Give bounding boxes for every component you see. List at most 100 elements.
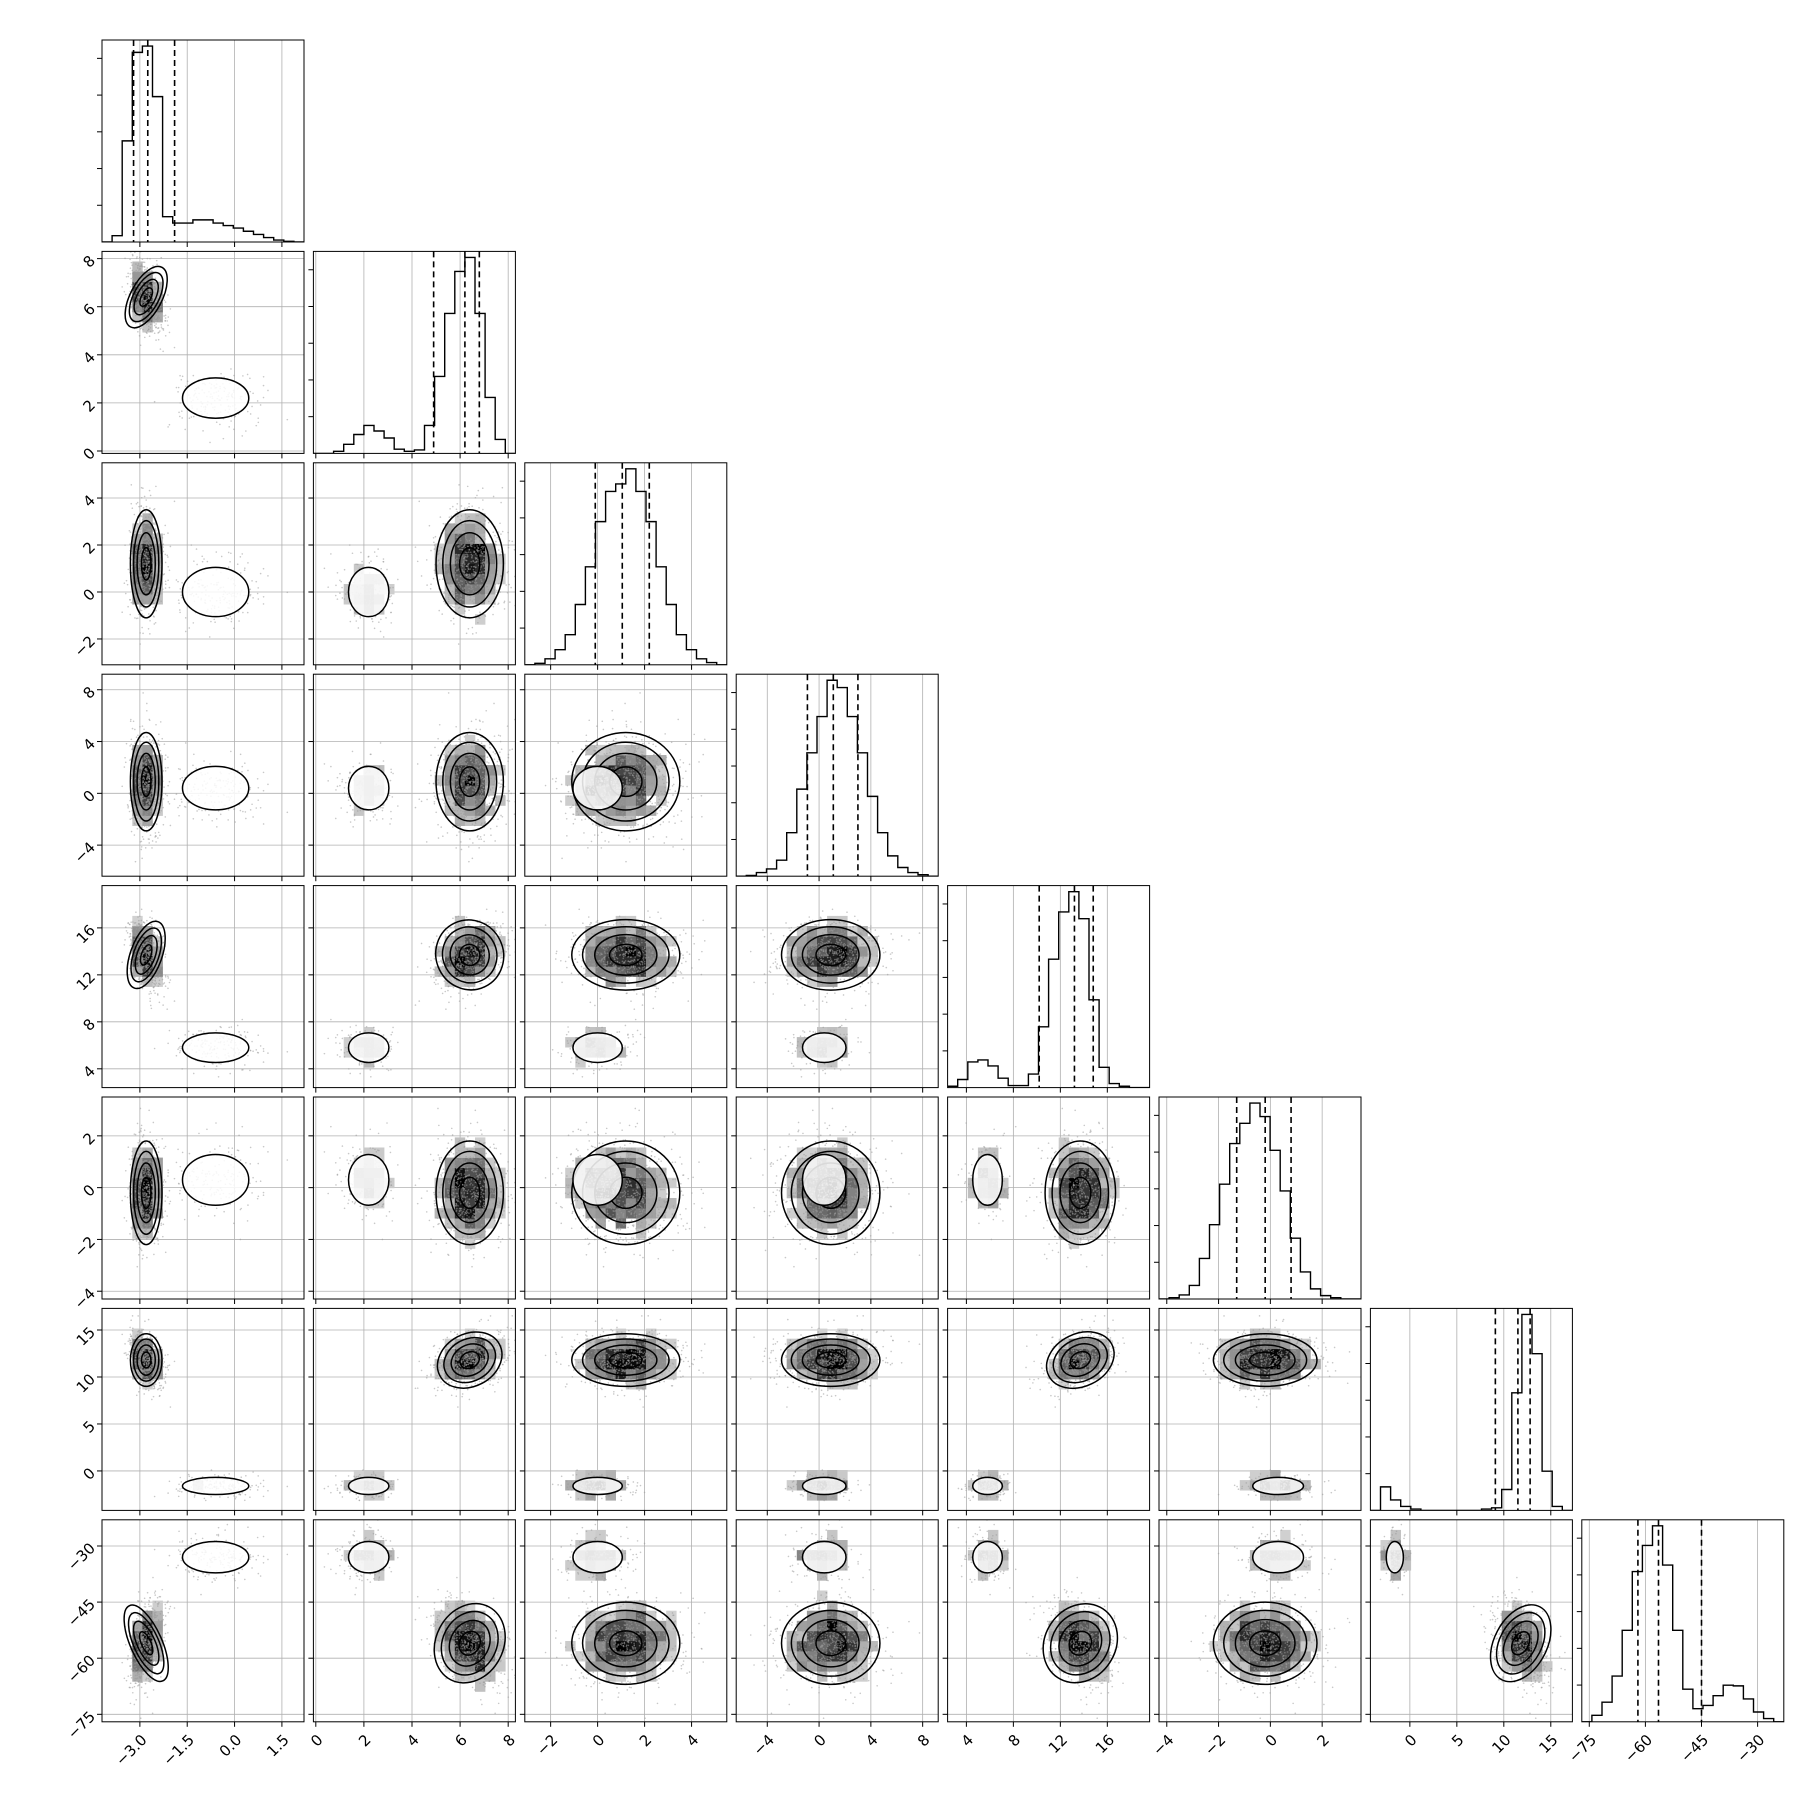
- contour-line: [139, 287, 154, 308]
- sample-point: [142, 749, 145, 752]
- sample-point: [181, 375, 184, 378]
- sample-point: [142, 588, 144, 591]
- sample-point: [455, 744, 457, 746]
- sample-point: [150, 768, 153, 771]
- density-cell: [454, 584, 466, 595]
- sample-point: [239, 572, 242, 574]
- sample-point: [459, 809, 462, 812]
- sample-point: [479, 789, 481, 792]
- sample-point: [153, 507, 156, 510]
- sample-point: [153, 282, 156, 285]
- sample-point: [470, 542, 472, 544]
- sample-point: [496, 589, 498, 592]
- sample-point: [147, 804, 149, 806]
- panel-3-0: [97, 673, 305, 882]
- sample-point: [147, 328, 150, 331]
- sample-point: [457, 764, 460, 767]
- sample-point: [141, 548, 144, 551]
- density-cell: [475, 805, 486, 816]
- sample-point: [470, 560, 472, 563]
- sample-point: [658, 777, 661, 779]
- sample-point: [485, 709, 488, 712]
- sample-point: [508, 583, 510, 586]
- sample-point: [154, 288, 156, 291]
- sample-point: [142, 781, 145, 784]
- sample-point: [456, 753, 458, 756]
- sample-point: [144, 602, 146, 604]
- sample-point: [180, 798, 183, 801]
- sample-point: [131, 792, 134, 795]
- sample-point: [234, 821, 237, 823]
- sample-point: [131, 727, 134, 730]
- sample-point: [468, 502, 470, 505]
- density-cell: [454, 785, 466, 796]
- sample-point: [455, 536, 458, 538]
- sample-point: [155, 301, 157, 304]
- sample-point: [143, 553, 145, 555]
- sample-point: [148, 543, 150, 546]
- sample-point: [453, 778, 456, 781]
- sample-point: [464, 816, 466, 819]
- sample-point: [451, 807, 454, 810]
- sample-point: [244, 811, 247, 813]
- sample-point: [145, 781, 147, 784]
- sample-point: [497, 603, 499, 606]
- density-cell: [625, 805, 637, 816]
- sample-point: [471, 857, 474, 860]
- contour-line: [129, 731, 163, 832]
- sample-point: [146, 778, 148, 780]
- sample-point: [451, 789, 454, 791]
- sample-point: [465, 787, 467, 789]
- sample-point: [137, 282, 140, 284]
- sample-point: [201, 819, 204, 821]
- sample-point: [369, 819, 372, 822]
- sample-point: [466, 551, 468, 554]
- sample-point: [148, 546, 151, 549]
- sample-point: [456, 763, 459, 765]
- density-cell: [434, 553, 445, 565]
- sample-point: [150, 574, 152, 577]
- sample-point: [478, 771, 480, 773]
- sample-point: [433, 791, 435, 794]
- sample-point: [483, 834, 486, 836]
- sample-point: [455, 591, 457, 594]
- sample-point: [456, 529, 458, 532]
- sample-point: [465, 591, 467, 594]
- sample-point: [180, 378, 183, 381]
- sample-point: [457, 796, 460, 798]
- sample-point: [169, 824, 172, 827]
- sample-point: [479, 585, 482, 588]
- sample-point: [133, 513, 136, 516]
- sample-point: [451, 541, 453, 543]
- sample-point: [140, 505, 142, 508]
- sample-point: [472, 750, 475, 752]
- sample-point: [153, 756, 155, 759]
- sample-point: [469, 544, 472, 546]
- sample-point: [134, 306, 137, 308]
- sample-point: [162, 327, 165, 330]
- sample-point: [373, 551, 376, 553]
- sample-point: [466, 758, 468, 760]
- density-cell: [495, 563, 506, 575]
- sample-point: [475, 632, 478, 634]
- sample-point: [151, 792, 154, 794]
- density-cell: [485, 594, 496, 605]
- sample-point: [482, 721, 484, 723]
- sample-point: [446, 782, 449, 785]
- sample-point: [150, 290, 152, 293]
- sample-point: [467, 590, 470, 593]
- sample-point: [635, 736, 637, 738]
- sample-point: [138, 779, 141, 782]
- sample-point: [475, 718, 477, 721]
- sample-point: [168, 423, 171, 426]
- sample-point: [262, 595, 265, 598]
- sample-point: [158, 331, 160, 334]
- density-cell: [444, 805, 456, 816]
- sample-point: [141, 835, 144, 838]
- sample-point: [476, 813, 479, 815]
- sample-point: [489, 557, 491, 559]
- sample-point: [148, 513, 151, 516]
- sample-point: [339, 772, 341, 775]
- sample-point: [343, 792, 346, 794]
- sample-point: [147, 772, 150, 775]
